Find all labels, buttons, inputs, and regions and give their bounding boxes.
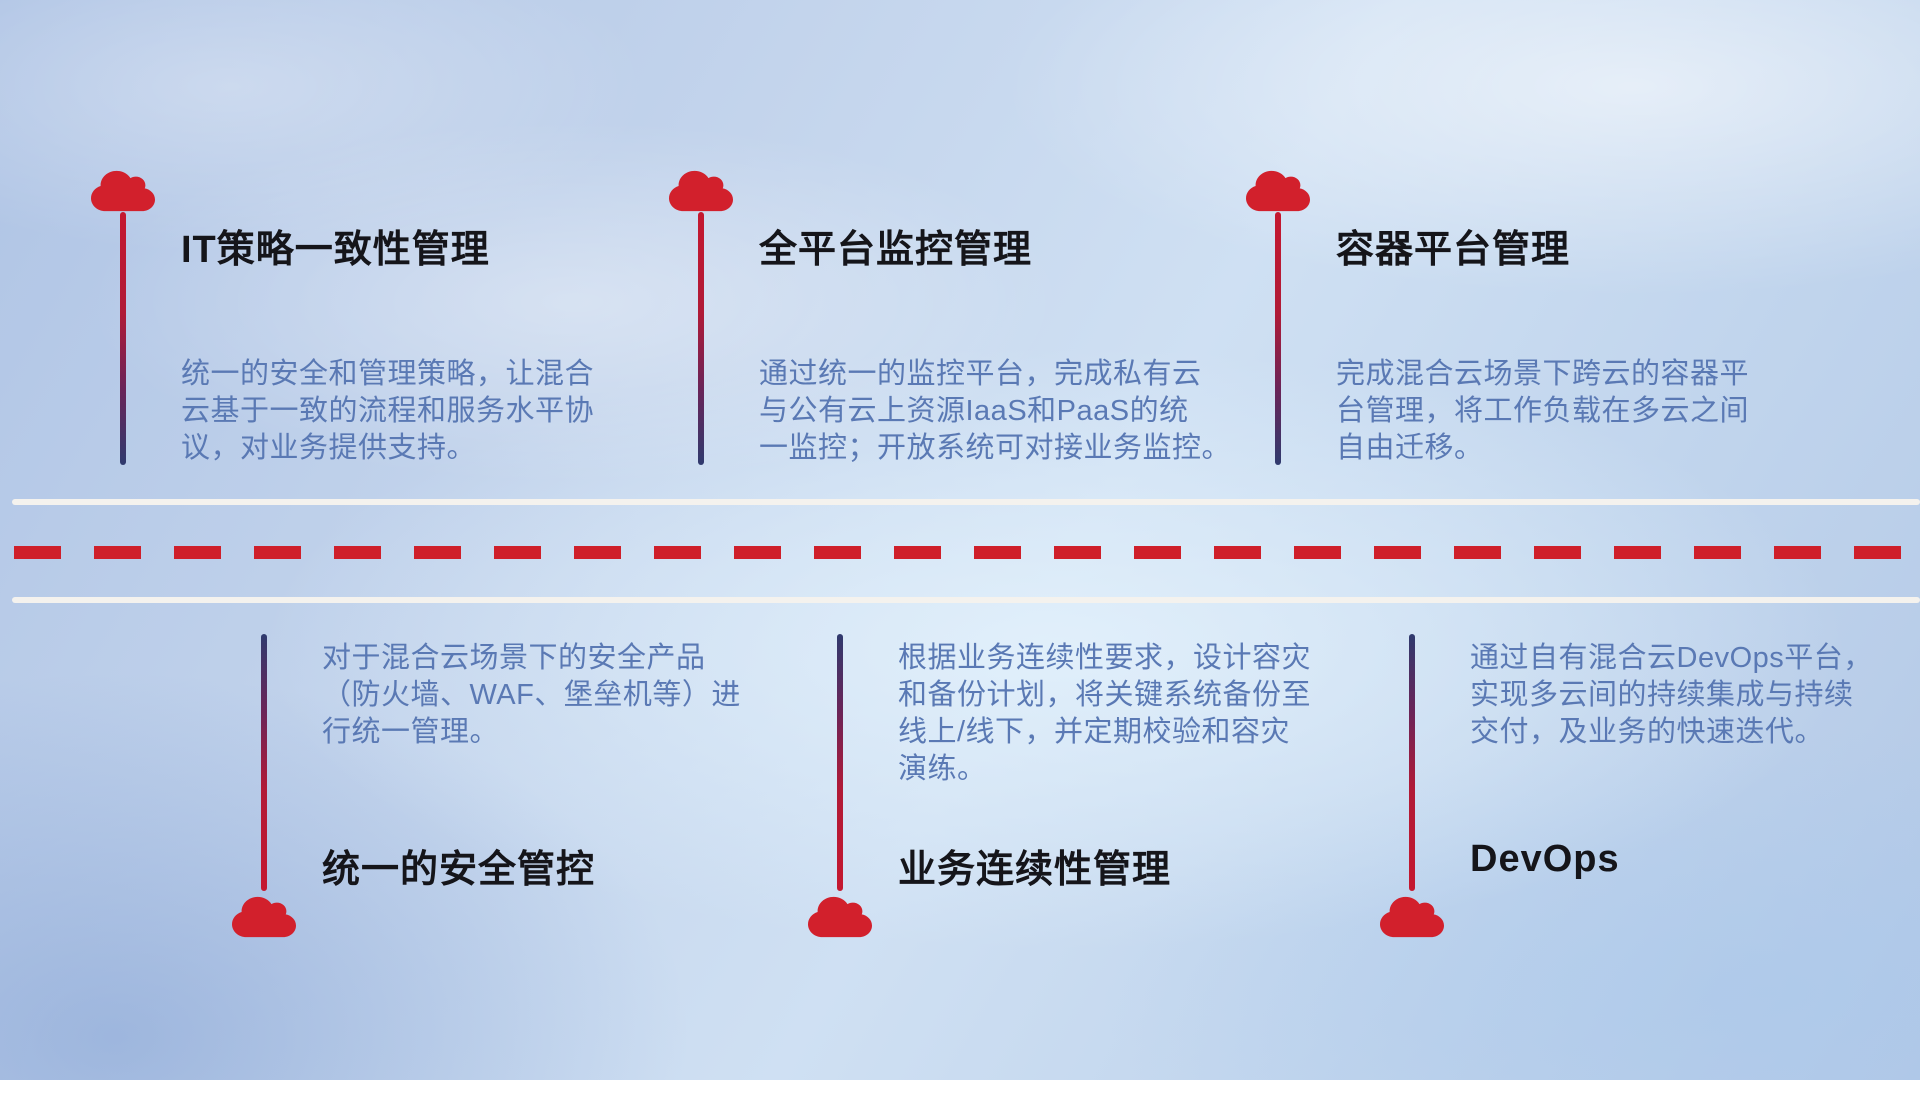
capability-item-business-continuity: 根据业务连续性要求，设计容灾 和备份计划，将关键系统备份至 线上/线下，并定期校… bbox=[808, 634, 1408, 1094]
capability-description: 通过统一的监控平台，完成私有云 与公有云上资源IaaS和PaaS的统 一监控；开… bbox=[759, 358, 1232, 464]
stem-line bbox=[120, 212, 126, 465]
stem-line bbox=[1275, 212, 1281, 465]
road-center-dashed-line bbox=[14, 546, 1920, 559]
road-lane-line-bottom bbox=[12, 597, 1920, 603]
cloud-icon bbox=[1246, 168, 1310, 214]
cloud-icon bbox=[232, 894, 296, 940]
capability-title: 业务连续性管理 bbox=[898, 849, 1172, 891]
capability-title: 容器平台管理 bbox=[1336, 229, 1571, 271]
capability-title: 统一的安全管控 bbox=[322, 849, 596, 891]
stem-line bbox=[1409, 634, 1415, 891]
capability-title: IT策略一致性管理 bbox=[181, 229, 490, 271]
capability-title: DevOps bbox=[1470, 838, 1620, 880]
capability-description: 根据业务连续性要求，设计容灾 和备份计划，将关键系统备份至 线上/线下，并定期校… bbox=[898, 642, 1312, 785]
capability-description: 完成混合云场景下跨云的容器平 台管理，将工作负载在多云之间 自由迁移。 bbox=[1336, 358, 1750, 464]
cloud-icon bbox=[669, 168, 733, 214]
capability-description: 统一的安全和管理策略，让混合 云基于一致的流程和服务水平协 议，对业务提供支持。 bbox=[181, 358, 595, 464]
stem-line bbox=[837, 634, 843, 891]
cloud-icon bbox=[808, 894, 872, 940]
cloud-icon bbox=[1380, 894, 1444, 940]
capability-item-container-platform: 容器平台管理 完成混合云场景下跨云的容器平 台管理，将工作负载在多云之间 自由迁… bbox=[1246, 168, 1846, 628]
capability-item-devops: 通过自有混合云DevOps平台， 实现多云间的持续集成与持续 交付，及业务的快速… bbox=[1380, 634, 1920, 1094]
stem-line bbox=[261, 634, 267, 891]
capability-description: 通过自有混合云DevOps平台， 实现多云间的持续集成与持续 交付，及业务的快速… bbox=[1470, 642, 1873, 748]
stem-line bbox=[698, 212, 704, 465]
capability-description: 对于混合云场景下的安全产品 （防火墙、WAF、堡垒机等）进 行统一管理。 bbox=[322, 642, 741, 748]
capability-item-security-control: 对于混合云场景下的安全产品 （防火墙、WAF、堡垒机等）进 行统一管理。 统一的… bbox=[232, 634, 832, 1094]
capability-item-monitoring: 全平台监控管理 通过统一的监控平台，完成私有云 与公有云上资源IaaS和PaaS… bbox=[669, 168, 1269, 628]
cloud-icon bbox=[91, 168, 155, 214]
capability-item-it-policy: IT策略一致性管理 统一的安全和管理策略，让混合 云基于一致的流程和服务水平协 … bbox=[91, 168, 691, 628]
road-lane-line-top bbox=[12, 499, 1920, 505]
capability-title: 全平台监控管理 bbox=[759, 229, 1033, 271]
